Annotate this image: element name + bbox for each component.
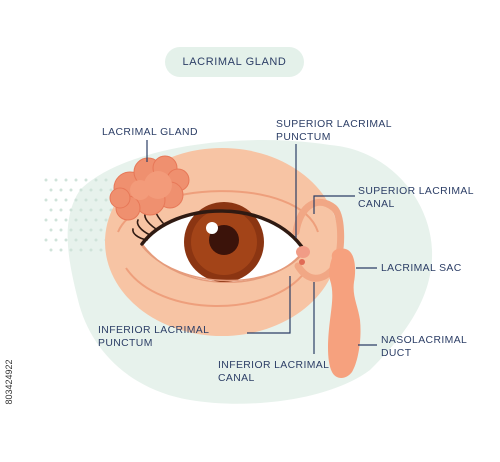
pattern-dot xyxy=(94,238,98,242)
label-nasolacrimal-duct: NASOLACRIMAL DUCT xyxy=(381,335,468,359)
pattern-dot xyxy=(89,208,93,212)
pattern-dot xyxy=(79,228,83,232)
inferior-punctum-dot xyxy=(299,259,305,265)
pattern-dot xyxy=(64,238,68,242)
pattern-dot xyxy=(94,178,98,182)
pattern-dot xyxy=(89,188,93,192)
leader-inferior-punctum xyxy=(247,276,291,334)
pattern-dot xyxy=(94,218,98,222)
pattern-dot xyxy=(104,178,108,182)
iris-highlight xyxy=(206,222,218,234)
pattern-dot xyxy=(59,188,63,192)
pattern-dot xyxy=(79,188,83,192)
pattern-dot xyxy=(99,248,103,252)
pattern-dot xyxy=(44,238,48,242)
pattern-dot xyxy=(74,218,78,222)
lower-lid-line xyxy=(141,245,305,282)
pattern-dot xyxy=(99,208,103,212)
dot-pattern xyxy=(44,178,113,252)
caruncle xyxy=(296,246,310,258)
pattern-dot xyxy=(84,178,88,182)
label-lacrimal-gland: LACRIMAL GLAND xyxy=(102,127,198,138)
superior-canal xyxy=(292,198,345,262)
pattern-dot xyxy=(64,198,68,202)
pattern-dot xyxy=(74,198,78,202)
label-inferior-lacrimal-canal: INFERIOR LACRIMAL CANAL xyxy=(218,360,330,384)
pattern-dot xyxy=(89,248,93,252)
pattern-dot xyxy=(54,178,58,182)
pattern-dot xyxy=(49,188,53,192)
pattern-dot xyxy=(49,228,53,232)
lower-lid-fold xyxy=(125,267,306,307)
leader-superior-canal xyxy=(313,195,355,214)
lacrimal-gland xyxy=(109,155,190,221)
pattern-dot xyxy=(74,178,78,182)
pattern-dot xyxy=(54,238,58,242)
pattern-dot xyxy=(64,218,68,222)
label-lacrimal-sac: LACRIMAL SAC xyxy=(381,263,462,274)
label-superior-lacrimal-canal: SUPERIOR LACRIMAL CANAL xyxy=(358,186,474,210)
pattern-dot xyxy=(59,228,63,232)
pupil xyxy=(209,225,239,255)
pattern-dot xyxy=(64,178,68,182)
label-superior-lacrimal-punctum: SUPERIOR LACRIMAL PUNCTUM xyxy=(276,119,392,143)
pattern-dot xyxy=(69,248,73,252)
pattern-dot xyxy=(54,198,58,202)
pattern-dot xyxy=(59,208,63,212)
pattern-dot xyxy=(49,208,53,212)
pattern-dot xyxy=(84,198,88,202)
pattern-dot xyxy=(104,218,108,222)
pattern-dot xyxy=(44,198,48,202)
pattern-dot xyxy=(44,178,48,182)
pattern-dot xyxy=(49,248,53,252)
pattern-dot xyxy=(109,188,113,192)
pattern-dot xyxy=(89,228,93,232)
diagram-title: LACRIMAL GLAND xyxy=(182,56,287,68)
stock-id-text: 803424922 xyxy=(4,359,14,405)
label-inferior-lacrimal-punctum: INFERIOR LACRIMAL PUNCTUM xyxy=(98,325,210,349)
pattern-dot xyxy=(84,238,88,242)
pattern-dot xyxy=(104,198,108,202)
pattern-dot xyxy=(99,228,103,232)
pattern-dot xyxy=(54,218,58,222)
pattern-dot xyxy=(59,248,63,252)
title-pill: LACRIMAL GLAND xyxy=(165,47,304,77)
pattern-dot xyxy=(44,218,48,222)
stock-id: 803424922 xyxy=(2,342,16,422)
pattern-dot xyxy=(69,208,73,212)
pattern-dot xyxy=(69,228,73,232)
pattern-dot xyxy=(94,198,98,202)
lacrimal-sac xyxy=(328,248,361,378)
pattern-dot xyxy=(84,218,88,222)
upper-lid-line xyxy=(140,209,306,252)
pattern-dot xyxy=(69,188,73,192)
pattern-dot xyxy=(79,248,83,252)
pattern-dot xyxy=(79,208,83,212)
leader-lines xyxy=(146,140,377,354)
pattern-dot xyxy=(74,238,78,242)
pattern-dot xyxy=(99,188,103,192)
